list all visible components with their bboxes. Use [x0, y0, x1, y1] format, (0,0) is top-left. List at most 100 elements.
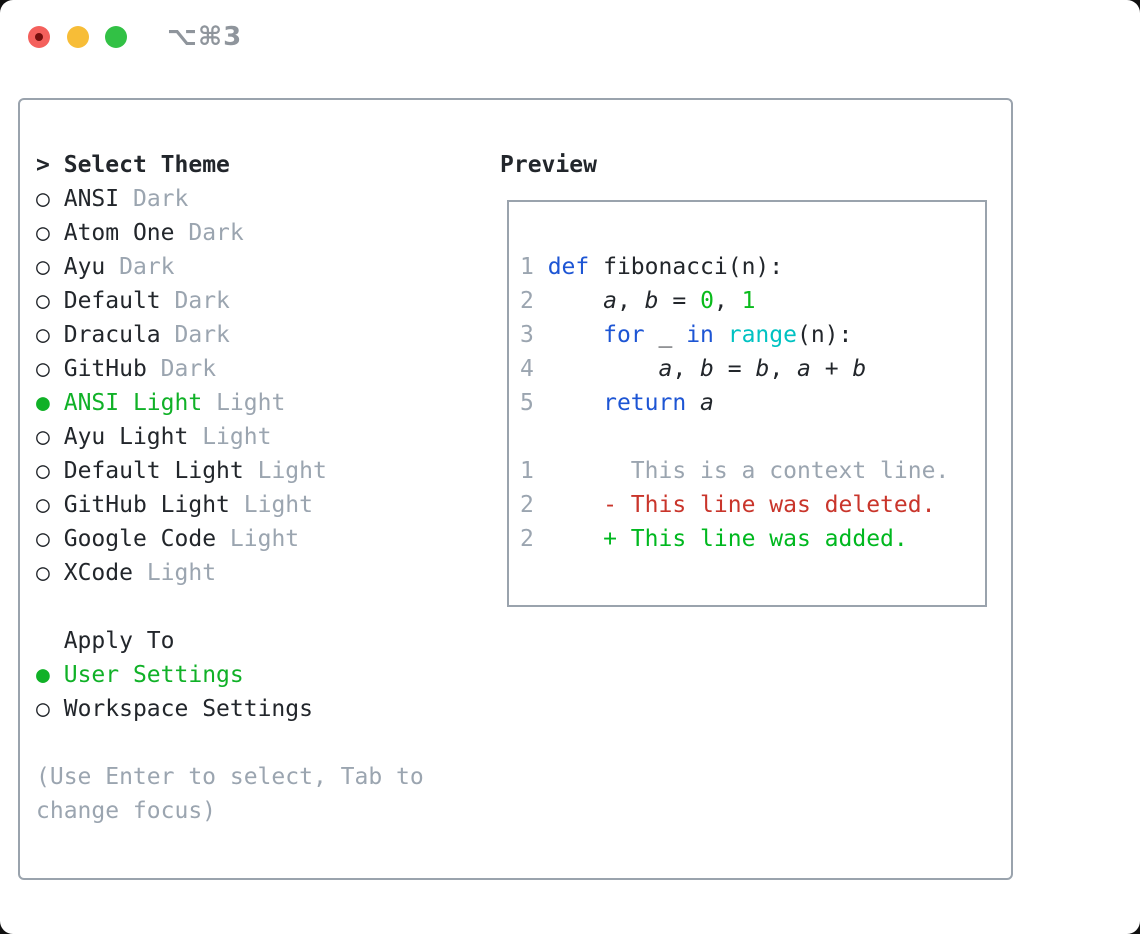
token-v: a: [658, 356, 673, 382]
token-ln: 2: [520, 288, 548, 314]
token-ln: 4: [520, 356, 548, 382]
theme-list: ○ ANSI Dark○ Atom One Dark○ Ayu Dark○ De…: [36, 182, 424, 590]
token-pl: [548, 288, 603, 314]
theme-variant-tag: Light: [216, 390, 286, 416]
token-kw: for: [603, 322, 659, 348]
token-ln: 2: [520, 526, 534, 552]
token-pl: (n):: [796, 322, 853, 348]
token-pl: ,: [769, 356, 798, 382]
theme-option[interactable]: ● ANSI Light Light: [36, 386, 424, 420]
theme-variant-tag: Light: [202, 424, 272, 450]
theme-option[interactable]: ○ Dracula Dark: [36, 318, 424, 352]
theme-name: Dracula: [63, 322, 161, 348]
token-ln: 1 This is a context line.: [520, 458, 950, 484]
theme-option[interactable]: ○ Google Code Light: [36, 522, 424, 556]
theme-name: GitHub Light: [63, 492, 230, 518]
token-v: b: [755, 356, 770, 382]
radio-bullet-icon: ○: [36, 424, 50, 450]
token-lit: 1: [741, 288, 756, 314]
token-pl: fibonacci(n):: [603, 254, 784, 280]
apply-to-option[interactable]: ● User Settings: [36, 658, 424, 692]
theme-variant-tag: Light: [229, 526, 300, 552]
theme-name: Default: [63, 288, 161, 314]
token-del: - This line was deleted.: [603, 492, 936, 518]
token-pl: ,: [616, 288, 645, 314]
theme-option[interactable]: ○ XCode Light: [36, 556, 424, 590]
radio-bullet-icon: ○: [36, 492, 50, 518]
window-title: ⌥⌘3: [167, 22, 243, 52]
token-pl: [548, 390, 603, 416]
radio-bullet-icon: ○: [36, 526, 50, 552]
theme-name: Ayu Light: [63, 424, 189, 450]
radio-bullet-icon: ○: [36, 288, 50, 314]
spacer-row: [36, 590, 424, 624]
radio-bullet-icon: ○: [36, 560, 50, 586]
token-v: a: [700, 390, 714, 416]
theme-name: ANSI: [63, 186, 120, 212]
theme-name: Atom One: [63, 220, 175, 246]
token-pl: [548, 356, 659, 382]
radio-bullet-icon: ○: [36, 254, 50, 280]
apply-to-name: Workspace Settings: [63, 696, 313, 722]
theme-variant-tag: Dark: [174, 288, 230, 314]
theme-variant-tag: Dark: [174, 322, 230, 348]
hint-line-2: change focus): [36, 798, 217, 824]
preview-line: 1 This is a context line.: [520, 454, 949, 488]
radio-bullet-icon: ○: [36, 220, 50, 246]
theme-variant-tag: Dark: [188, 220, 244, 246]
token-lit: 0: [700, 288, 714, 314]
zoom-button[interactable]: [105, 26, 127, 48]
theme-option[interactable]: ○ ANSI Dark: [36, 182, 424, 216]
token-ln: 3: [520, 322, 548, 348]
theme-name: ANSI Light: [63, 390, 203, 416]
preview-line: 4 a, b = b, a + b: [520, 352, 949, 386]
token-kw: def: [547, 254, 604, 280]
close-button[interactable]: [28, 26, 50, 48]
theme-option[interactable]: ○ GitHub Dark: [36, 352, 424, 386]
theme-option[interactable]: ○ GitHub Light Light: [36, 488, 424, 522]
theme-variant-tag: Dark: [132, 186, 189, 212]
theme-option[interactable]: ○ Atom One Dark: [36, 216, 424, 250]
preview-line: 3 for _ in range(n):: [520, 318, 949, 352]
hint-line-1: (Use Enter to select, Tab to: [36, 764, 424, 790]
theme-name: Ayu: [63, 254, 106, 280]
theme-variant-tag: Dark: [119, 254, 175, 280]
theme-name: Default Light: [63, 458, 244, 484]
theme-name: GitHub: [63, 356, 147, 382]
token-pl: [548, 322, 603, 348]
radio-bullet-icon: ○: [36, 186, 50, 212]
preview-line: [520, 420, 949, 454]
preview-header: Preview: [500, 152, 597, 178]
theme-option[interactable]: ○ Default Light Light: [36, 454, 424, 488]
theme-variant-tag: Light: [257, 458, 327, 484]
token-v: b: [700, 356, 714, 382]
apply-to-option[interactable]: ○ Workspace Settings: [36, 692, 424, 726]
radio-bullet-icon: ○: [36, 322, 50, 348]
preview-code: 1 def fibonacci(n): 2 a, b = 0, 1 3 for _ …: [520, 250, 949, 556]
token-ln: 1: [520, 254, 548, 280]
left-column: > Select Theme ○ ANSI Dark○ Atom One Dar…: [36, 148, 424, 828]
token-v: a: [797, 356, 811, 382]
theme-variant-tag: Light: [146, 560, 217, 586]
token-pl: _: [658, 322, 687, 348]
token-v: b: [852, 356, 867, 382]
token-pl: [534, 492, 603, 518]
radio-bullet-icon: ●: [36, 390, 50, 416]
radio-bullet-icon: ●: [36, 662, 50, 688]
minimize-button[interactable]: [67, 26, 89, 48]
select-theme-header-label: Select Theme: [63, 152, 230, 178]
radio-bullet-icon: ○: [36, 696, 50, 722]
theme-option[interactable]: ○ Ayu Light Light: [36, 420, 424, 454]
radio-bullet-icon: ○: [36, 458, 50, 484]
apply-to-name: User Settings: [63, 662, 244, 688]
select-theme-header: > Select Theme: [36, 148, 424, 182]
token-v: b: [644, 288, 659, 314]
theme-option[interactable]: ○ Ayu Dark: [36, 250, 424, 284]
theme-variant-tag: Dark: [160, 356, 217, 382]
theme-variant-tag: Light: [243, 492, 313, 518]
theme-option[interactable]: ○ Default Dark: [36, 284, 424, 318]
apply-to-list: ● User Settings○ Workspace Settings: [36, 658, 424, 726]
token-pl: =: [713, 356, 756, 382]
apply-to-header: Apply To: [63, 628, 175, 654]
token-pl: =: [658, 288, 701, 314]
